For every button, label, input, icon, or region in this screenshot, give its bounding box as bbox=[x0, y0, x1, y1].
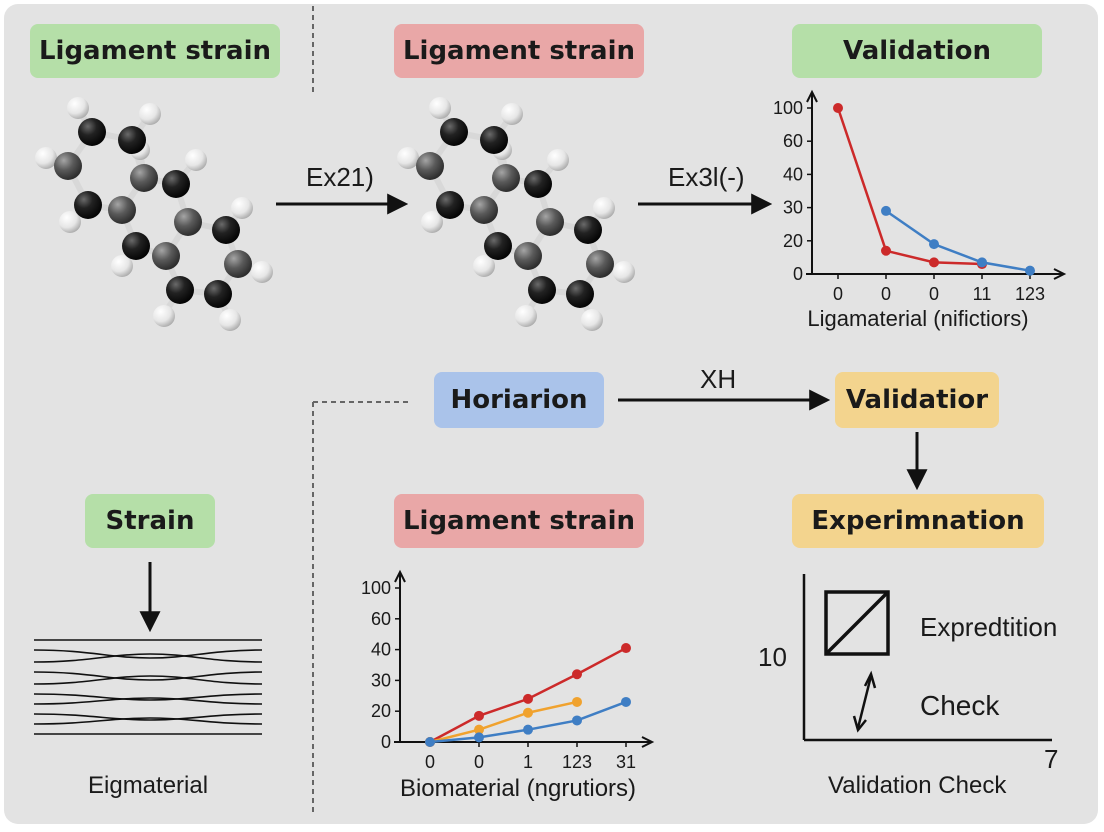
chart2-series-point-0 bbox=[621, 643, 631, 654]
chart2-x-tick-label: 123 bbox=[562, 752, 592, 772]
chart1-series-point-0 bbox=[929, 257, 939, 268]
chart2-y-tick-label: 100 bbox=[361, 578, 391, 598]
chart1-x-tick-label: 11 bbox=[973, 284, 992, 304]
chart1-x-tick-label: 0 bbox=[881, 284, 891, 304]
chart2-x-arrow bbox=[641, 736, 655, 748]
chart2-series-point-1 bbox=[572, 696, 582, 707]
chart1-y-tick-label: 0 bbox=[793, 264, 803, 284]
chart2-series-point-0 bbox=[474, 710, 484, 721]
chart2-series-point-2 bbox=[523, 724, 533, 735]
label-horiarion: Horiarion bbox=[434, 372, 604, 428]
chart1-y-tick-label: 20 bbox=[783, 231, 803, 251]
chart1-x-tick-label: 123 bbox=[1015, 284, 1045, 304]
chart2-series-line-1 bbox=[429, 700, 578, 744]
fiber-bundle bbox=[33, 639, 263, 735]
expredtition-box bbox=[824, 590, 890, 656]
chart2-series-point-2 bbox=[425, 737, 435, 747]
label-strain: Strain bbox=[85, 494, 215, 548]
chart2-series-point-2 bbox=[621, 696, 631, 707]
chart1-y-tick-label: 100 bbox=[773, 98, 803, 118]
expredtition-axes bbox=[802, 574, 1052, 742]
label-experimnation: Experimnation bbox=[792, 494, 1044, 548]
chart1-series-point-1 bbox=[977, 257, 987, 268]
chart1-x-tick-label: 0 bbox=[833, 284, 843, 304]
chart1-y-tick-label: 60 bbox=[783, 131, 803, 151]
label-ligament-strain-bottom: Ligament strain bbox=[394, 494, 644, 548]
chart2-x-tick-label: 0 bbox=[425, 752, 435, 772]
chart1-series-point-1 bbox=[1025, 265, 1035, 276]
chart2-y-tick-label: 30 bbox=[371, 670, 391, 690]
chart2-y-tick-label: 20 bbox=[371, 701, 391, 721]
chart1-series-line-0 bbox=[836, 107, 983, 266]
arrow-label-ex2: Ex3l(-) bbox=[668, 162, 745, 192]
chart2-series-point-2 bbox=[474, 732, 484, 743]
chart1-series-point-0 bbox=[881, 245, 891, 256]
chart2-series-point-1 bbox=[474, 724, 484, 735]
chart2-y-tick-label: 0 bbox=[381, 732, 391, 752]
expredtition-y-value: 10 bbox=[758, 642, 787, 672]
check-label: Check bbox=[920, 690, 1000, 721]
label-ligament-strain-top-middle: Ligament strain bbox=[394, 24, 644, 78]
chart2-series-point-0 bbox=[523, 693, 533, 704]
expredtition-box-label: Expredtition bbox=[920, 612, 1058, 642]
chart2-series-point-0 bbox=[572, 669, 582, 680]
chart2-x-tick-label: 31 bbox=[616, 752, 636, 772]
chart2-x-tick-label: 1 bbox=[523, 752, 533, 772]
expredtition-x-value: 7 bbox=[1044, 744, 1059, 774]
chart1-x-arrow bbox=[1053, 268, 1067, 280]
chart1-x-label: Ligamaterial (nifictiors) bbox=[807, 306, 1028, 331]
chart2-series-point-2 bbox=[572, 715, 582, 726]
chart2-x-label: Biomaterial (ngrutiors) bbox=[400, 775, 636, 802]
chart2-y-arrow bbox=[394, 569, 406, 583]
chart1-series-point-1 bbox=[881, 205, 891, 216]
chart2-x-tick-label: 0 bbox=[474, 752, 484, 772]
chart1-y-tick-label: 30 bbox=[783, 198, 803, 218]
chart1-series-point-0 bbox=[833, 103, 843, 113]
chart2-y-tick-label: 60 bbox=[371, 609, 391, 629]
chart1-x-tick-label: 0 bbox=[929, 284, 939, 304]
label-validation-top-right: Validation bbox=[792, 24, 1042, 78]
validation-check-caption: Validation Check bbox=[828, 772, 1007, 799]
chart1-series-point-1 bbox=[929, 239, 939, 250]
label-ligament-strain-top-left: Ligament strain bbox=[30, 24, 280, 78]
arrow-label-xh: XH bbox=[700, 364, 737, 394]
bottom-left-caption: Eigmaterial bbox=[88, 772, 209, 799]
label-validation-middle: Validatior bbox=[835, 372, 999, 428]
arrow-label-ex1: Ex21) bbox=[306, 162, 374, 192]
chart2-series-point-1 bbox=[523, 707, 533, 718]
chart1-y-arrow bbox=[806, 89, 818, 103]
double-arrow-icon bbox=[852, 670, 877, 733]
chart2-y-tick-label: 40 bbox=[371, 640, 391, 660]
chart1-y-tick-label: 40 bbox=[783, 164, 803, 184]
chart1-series-line-1 bbox=[885, 209, 1031, 272]
